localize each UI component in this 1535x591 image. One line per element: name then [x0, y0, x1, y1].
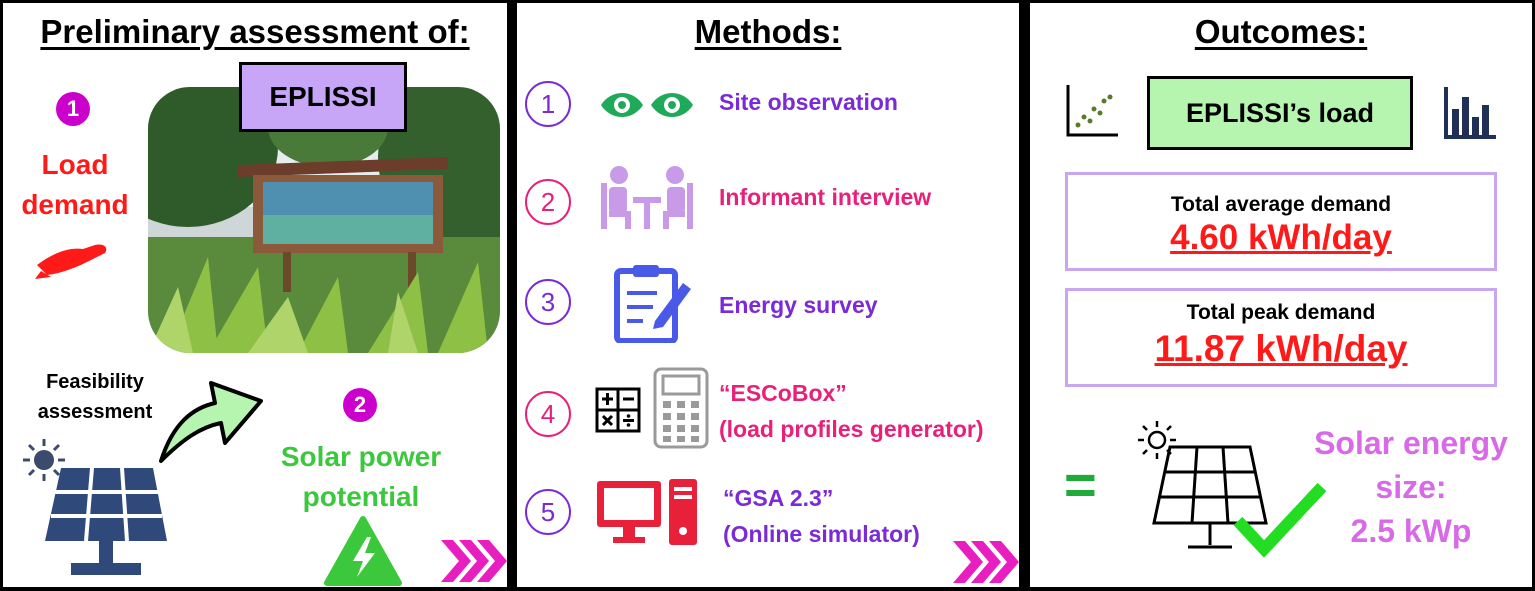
outcomes-title: Outcomes:	[1194, 13, 1368, 50]
lightning-icon	[323, 515, 403, 587]
curved-arrow-icon	[153, 353, 268, 473]
bar-chart-icon	[1442, 87, 1498, 146]
hand-icon	[33, 235, 113, 284]
step2-number: 2	[343, 388, 377, 422]
checkmark-icon	[1230, 479, 1330, 564]
assessment-title: Preliminary assessment of:	[40, 13, 470, 50]
equals-sign: =	[1064, 453, 1097, 516]
computer-icon	[595, 477, 703, 552]
solar-size-value: 2.5 kWp	[1350, 513, 1472, 549]
peak-demand-title: Total peak demand	[1186, 301, 1376, 324]
method5-line1: “GSA 2.3”	[723, 485, 834, 511]
calculator-icon	[653, 367, 709, 454]
sun-outline-icon	[1136, 419, 1178, 466]
average-demand-value: 4.60 kWh/day	[1170, 218, 1392, 257]
site-photo	[148, 87, 500, 353]
average-demand-box: Total average demand 4.60 kWh/day	[1065, 172, 1497, 271]
outcomes-panel: Outcomes: EPLISSI’s load Total average d…	[1030, 3, 1532, 587]
method1-label: Site observation	[719, 89, 898, 115]
sun-icon	[21, 437, 67, 488]
site-label: EPLISSI	[269, 81, 377, 112]
feasibility-line1: Feasibility	[46, 371, 144, 393]
method4-label: “ESCoBox” (load profiles generator)	[719, 375, 984, 447]
method3-number: 3	[525, 279, 571, 325]
average-demand-title: Total average demand	[1170, 193, 1392, 216]
step1-number: 1	[56, 92, 90, 126]
load-label-box: EPLISSI’s load	[1147, 76, 1413, 150]
solar-potential-line1: Solar power	[280, 441, 442, 472]
math-symbols-icon	[595, 387, 641, 438]
method4-line2: (load profiles generator)	[719, 416, 984, 442]
method2-number: 2	[525, 179, 571, 225]
assessment-panel: Preliminary assessment of:	[3, 3, 507, 587]
method5-label: “GSA 2.3” (Online simulator)	[723, 480, 920, 552]
method5-line2: (Online simulator)	[723, 521, 920, 547]
load-demand-line1: Load	[41, 149, 109, 180]
interview-icon	[599, 163, 695, 238]
load-label: EPLISSI’s load	[1185, 98, 1375, 128]
eyes-icon	[599, 87, 695, 128]
methods-panel: Methods: 1 Site observation 2 Info	[517, 3, 1019, 587]
solar-potential-line2: potential	[302, 481, 420, 512]
load-demand-label: Load demand	[3, 145, 147, 225]
load-demand-line2: demand	[21, 189, 129, 220]
solar-size-label: Solar energy size: 2.5 kWp	[1306, 421, 1516, 553]
feasibility-label: Feasibility assessment	[25, 367, 165, 427]
method3-label: Energy survey	[719, 292, 878, 318]
scatter-chart-icon	[1064, 83, 1120, 144]
method1-number: 1	[525, 81, 571, 127]
site-label-box: EPLISSI	[239, 62, 407, 132]
next-chevron-icon	[441, 536, 507, 587]
peak-demand-value: 11.87 kWh/day	[1154, 328, 1408, 369]
feasibility-line2: assessment	[37, 401, 153, 423]
methods-title: Methods:	[694, 13, 842, 50]
next-chevron-icon	[953, 537, 1019, 587]
method4-line1: “ESCoBox”	[719, 380, 847, 406]
solar-potential-label: Solar power potential	[261, 437, 461, 517]
method4-number: 4	[525, 391, 571, 437]
method2-label: Informant interview	[719, 184, 932, 210]
solar-panel-outline-icon	[1150, 443, 1270, 558]
peak-demand-box: Total peak demand 11.87 kWh/day	[1065, 288, 1497, 387]
clipboard-icon	[613, 261, 693, 348]
solar-panel-icon	[41, 463, 171, 583]
solar-size-line2: size:	[1375, 469, 1447, 505]
solar-size-line1: Solar energy	[1314, 425, 1508, 461]
method5-number: 5	[525, 489, 571, 535]
